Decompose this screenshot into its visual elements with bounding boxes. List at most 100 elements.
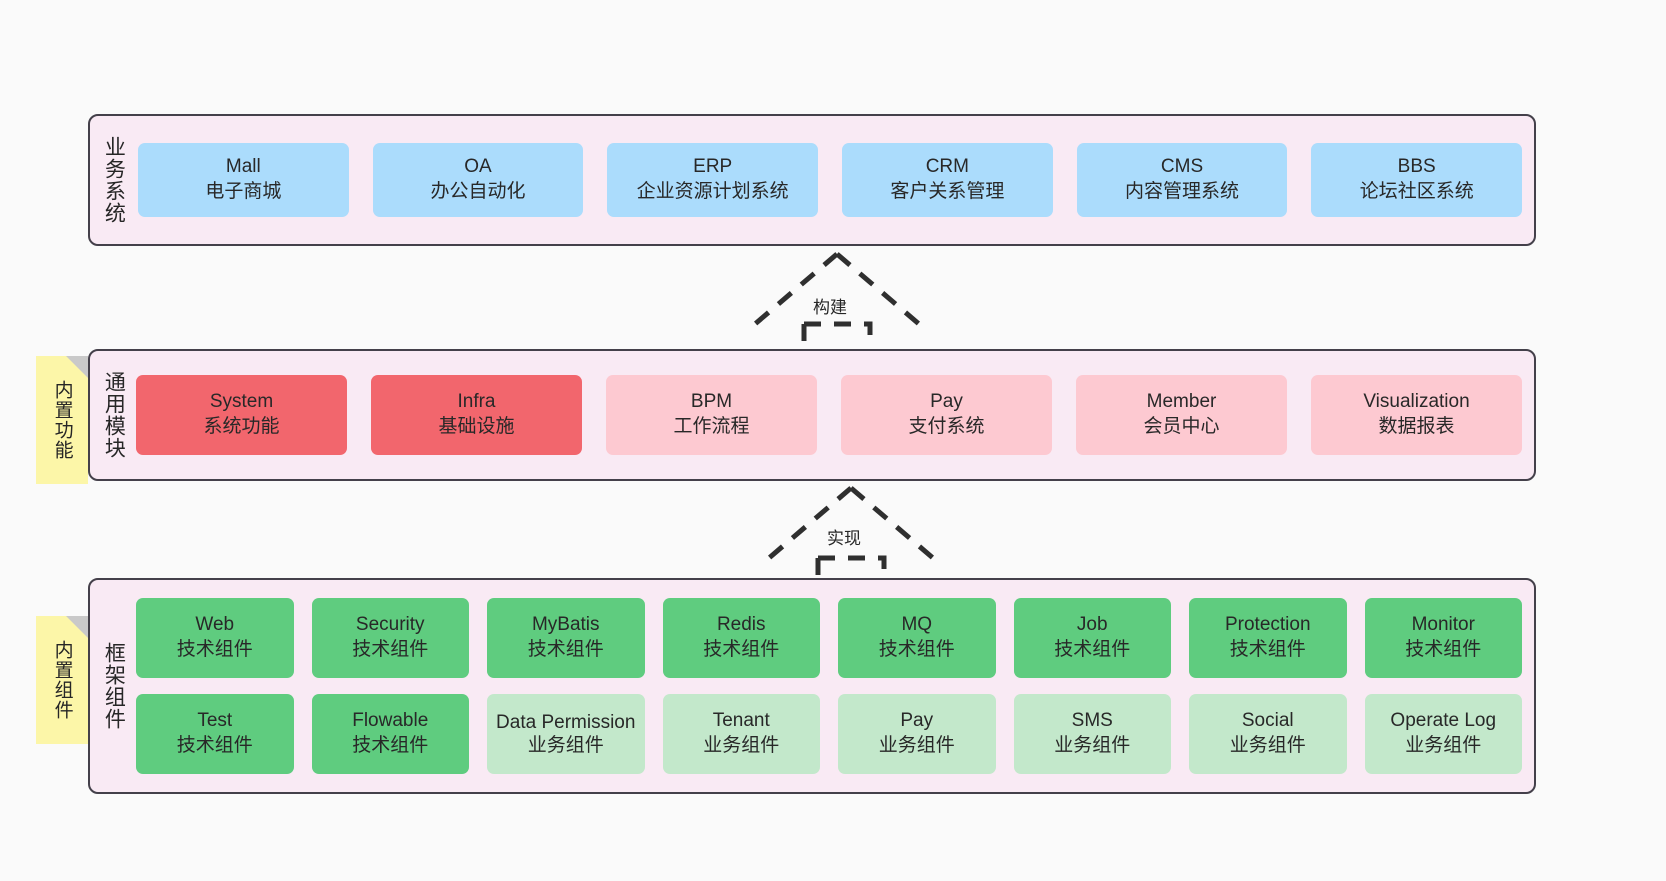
card-pay-module-title: Pay (930, 391, 963, 413)
card-bpm-subtitle: 工作流程 (673, 416, 750, 437)
layer-framework-component-body: Web 技术组件 Security 技术组件 MyBatis 技术组件 Redi… (136, 580, 1534, 792)
card-visualization-title: Visualization (1363, 391, 1470, 413)
card-mall[interactable]: Mall 电子商城 (138, 143, 349, 217)
layer-business-system: 业务系统 Mall 电子商城 OA 办公自动化 ERP 企业资源计划系统 CRM… (88, 114, 1536, 246)
card-security[interactable]: Security 技术组件 (311, 598, 469, 678)
card-tenant-title: Tenant (712, 710, 770, 732)
build-arrow-label: 构建 (813, 298, 847, 317)
card-pay-component[interactable]: Pay 业务组件 (838, 694, 996, 774)
card-test[interactable]: Test 技术组件 (136, 694, 294, 774)
layer-common-module-body: System 系统功能 Infra 基础设施 BPM 工作流程 Pay 支付系统… (136, 351, 1534, 479)
card-bbs-subtitle: 论坛社区系统 (1359, 181, 1474, 202)
framework-card-grid: Web 技术组件 Security 技术组件 MyBatis 技术组件 Redi… (136, 598, 1524, 774)
card-social[interactable]: Social 业务组件 (1189, 694, 1347, 774)
card-job-title: Job (1076, 614, 1108, 636)
card-web-subtitle: 技术组件 (176, 639, 253, 660)
card-redis-subtitle: 技术组件 (703, 639, 780, 660)
card-social-subtitle: 业务组件 (1229, 735, 1306, 756)
card-cms[interactable]: CMS 内容管理系统 (1076, 143, 1288, 217)
layer-common-module: 通用模块 System 系统功能 Infra 基础设施 BPM 工作流程 Pay… (88, 349, 1536, 481)
card-crm[interactable]: CRM 客户关系管理 (842, 143, 1053, 217)
card-operate-log[interactable]: Operate Log 业务组件 (1364, 694, 1522, 774)
card-flowable-subtitle: 技术组件 (352, 735, 429, 756)
card-oa-subtitle: 办公自动化 (430, 181, 526, 202)
card-redis[interactable]: Redis 技术组件 (662, 598, 820, 678)
card-test-title: Test (197, 710, 233, 732)
card-member-subtitle: 会员中心 (1143, 416, 1220, 437)
builtin-component-note-label: 内置组件 (51, 640, 73, 720)
card-tenant[interactable]: Tenant 业务组件 (662, 694, 820, 774)
card-crm-title: CRM (925, 156, 969, 178)
card-pay-component-subtitle: 业务组件 (878, 735, 955, 756)
card-sms-title: SMS (1071, 710, 1113, 732)
card-monitor-subtitle: 技术组件 (1405, 639, 1482, 660)
card-monitor-title: Monitor (1411, 614, 1475, 636)
card-crm-subtitle: 客户关系管理 (890, 181, 1005, 202)
card-pay-component-title: Pay (900, 710, 934, 732)
card-social-title: Social (1241, 710, 1294, 732)
layer-framework-component-title: 框架组件 (102, 642, 126, 730)
card-web-title: Web (195, 614, 235, 636)
card-pay-module-subtitle: 支付系统 (908, 416, 985, 437)
card-mq-title: MQ (901, 614, 933, 636)
card-cms-title: CMS (1160, 156, 1204, 178)
card-data-permission[interactable]: Data Permission 业务组件 (487, 694, 645, 774)
layer-business-system-title: 业务系统 (102, 136, 126, 224)
card-member[interactable]: Member 会员中心 (1076, 375, 1287, 455)
card-flowable-title: Flowable (352, 710, 429, 732)
card-job-subtitle: 技术组件 (1054, 639, 1131, 660)
layer-common-module-title: 通用模块 (102, 371, 126, 459)
card-operate-log-subtitle: 业务组件 (1405, 735, 1482, 756)
card-monitor[interactable]: Monitor 技术组件 (1364, 598, 1522, 678)
framework-card-row-business: Test 技术组件 Flowable 技术组件 Data Permission … (136, 694, 1522, 774)
card-pay-module[interactable]: Pay 支付系统 (841, 375, 1052, 455)
card-visualization[interactable]: Visualization 数据报表 (1311, 375, 1522, 455)
card-data-permission-subtitle: 业务组件 (527, 735, 604, 756)
card-sms-subtitle: 业务组件 (1054, 735, 1131, 756)
card-flowable[interactable]: Flowable 技术组件 (311, 694, 469, 774)
card-data-permission-title: Data Permission (496, 711, 636, 733)
common-card-row: System 系统功能 Infra 基础设施 BPM 工作流程 Pay 支付系统… (136, 375, 1524, 455)
layer-framework-component: 框架组件 Web 技术组件 Security 技术组件 MyBatis 技术组件 (88, 578, 1536, 794)
card-bbs[interactable]: BBS 论坛社区系统 (1311, 143, 1523, 217)
card-protection-title: Protection (1224, 614, 1311, 636)
card-bbs-title: BBS (1397, 156, 1436, 178)
framework-card-row-tech: Web 技术组件 Security 技术组件 MyBatis 技术组件 Redi… (136, 598, 1522, 678)
card-test-subtitle: 技术组件 (176, 735, 253, 756)
card-mybatis-title: MyBatis (531, 614, 600, 636)
builtin-function-note-label: 内置功能 (51, 380, 73, 460)
card-bpm[interactable]: BPM 工作流程 (606, 375, 817, 455)
card-visualization-subtitle: 数据报表 (1378, 416, 1455, 437)
card-infra[interactable]: Infra 基础设施 (371, 375, 582, 455)
card-bpm-title: BPM (690, 391, 733, 413)
card-erp[interactable]: ERP 企业资源计划系统 (607, 143, 819, 217)
card-erp-title: ERP (693, 156, 733, 178)
card-cms-subtitle: 内容管理系统 (1125, 181, 1240, 202)
card-mall-title: Mall (225, 156, 261, 178)
card-web[interactable]: Web 技术组件 (136, 598, 294, 678)
card-member-title: Member (1146, 391, 1217, 413)
card-system[interactable]: System 系统功能 (136, 375, 347, 455)
card-security-title: Security (355, 614, 425, 636)
card-mybatis-subtitle: 技术组件 (527, 639, 604, 660)
card-protection-subtitle: 技术组件 (1229, 639, 1306, 660)
card-job[interactable]: Job 技术组件 (1013, 598, 1171, 678)
card-mall-subtitle: 电子商城 (205, 181, 282, 202)
card-sms[interactable]: SMS 业务组件 (1013, 694, 1171, 774)
card-redis-title: Redis (716, 614, 766, 636)
card-mybatis[interactable]: MyBatis 技术组件 (487, 598, 645, 678)
card-system-title: System (209, 391, 274, 413)
card-protection[interactable]: Protection 技术组件 (1189, 598, 1347, 678)
card-oa-title: OA (464, 156, 492, 178)
card-infra-subtitle: 基础设施 (438, 416, 515, 437)
implement-arrow-label: 实现 (827, 529, 861, 548)
card-oa[interactable]: OA 办公自动化 (372, 143, 584, 217)
card-mq[interactable]: MQ 技术组件 (838, 598, 996, 678)
layer-business-system-body: Mall 电子商城 OA 办公自动化 ERP 企业资源计划系统 CRM 客户关系… (136, 116, 1534, 244)
card-mq-subtitle: 技术组件 (878, 639, 955, 660)
card-operate-log-title: Operate Log (1390, 710, 1497, 732)
card-infra-title: Infra (457, 391, 496, 413)
builtin-component-note: 内置组件 (36, 616, 88, 744)
card-tenant-subtitle: 业务组件 (703, 735, 780, 756)
